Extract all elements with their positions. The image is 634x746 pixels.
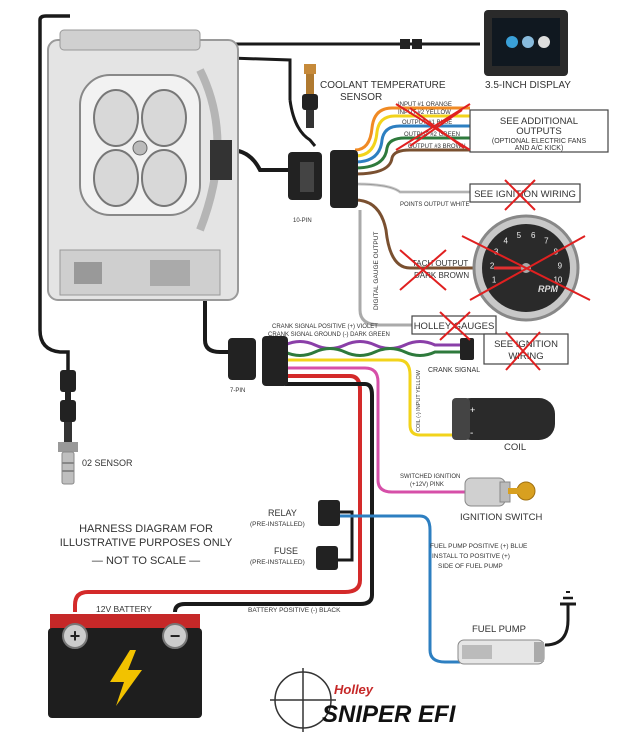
battery-label: 12V BATTERY — [96, 604, 152, 614]
ignition-coil: + - — [452, 398, 555, 440]
svg-text:−: − — [170, 626, 181, 646]
output2-label: OUTPUT #2 GREEN — [404, 132, 460, 138]
7-pin-label: 7-PIN — [230, 388, 245, 394]
output3-label: OUTPUT #3 BROWN — [408, 144, 466, 150]
holley-brand: Holley — [334, 682, 374, 697]
coolant-temp-sensor — [302, 64, 318, 128]
fuse-block — [316, 546, 338, 570]
crank-signal-connector — [460, 338, 474, 360]
fuse-label-1: FUSE — [274, 546, 298, 556]
svg-text:+: + — [470, 405, 475, 415]
o2-sensor — [58, 370, 78, 485]
add-outputs-line3: (OPTIONAL ELECTRIC FANS — [492, 138, 587, 145]
gauge-tick-label: 7 — [544, 237, 549, 246]
coolant-label-1: COOLANT TEMPERATURE — [320, 80, 446, 91]
x-mark-gauges — [439, 311, 471, 341]
gauge-tick-label: 10 — [553, 276, 562, 285]
sw-ign-label-2: (+12V) PINK — [410, 482, 444, 488]
input1-label: INPUT #1 ORANGE — [398, 102, 452, 108]
fuel-pump-wire-label-3: SIDE OF FUEL PUMP — [438, 563, 503, 570]
x-mark-ign-wiring — [504, 179, 536, 211]
relay-label-2: (PRE-INSTALLED) — [250, 521, 305, 528]
harness-note-3: — NOT TO SCALE — — [92, 555, 200, 567]
ign-wiring-top-label: SEE IGNITION WIRING — [474, 189, 576, 200]
x-mark-tach — [399, 235, 591, 301]
input2-label: INPUT #2 YELLOW — [398, 110, 451, 116]
10-pin-connector — [288, 150, 358, 208]
battery-black-label: BATTERY POSITIVE (-) BLACK — [248, 607, 341, 614]
points-output-label: POINTS OUTPUT WHITE — [400, 202, 470, 208]
fuse-label-2: (PRE-INSTALLED) — [250, 559, 305, 566]
add-outputs-line4: AND A/C KICK) — [515, 145, 564, 152]
svg-text:+: + — [70, 626, 81, 646]
harness-note-1: HARNESS DIAGRAM FOR — [79, 523, 213, 535]
crank-signal-label: CRANK SIGNAL — [428, 367, 480, 374]
see-ignition-line2: WIRING — [508, 351, 543, 362]
gauge-tick-label: 4 — [503, 237, 508, 246]
relay-block — [318, 500, 340, 526]
battery: + − — [48, 614, 202, 718]
x-mark-see-ignition — [505, 331, 541, 371]
coil-input-label: COIL (-) INPUT YELLOW — [416, 369, 422, 432]
crank-pos-label: CRANK SIGNAL POSITIVE (+) VIOLET — [272, 324, 378, 330]
gauge-tick-label: 1 — [492, 276, 497, 285]
crank-gnd-label: CRANK SIGNAL GROUND (-) DARK GREEN — [268, 332, 390, 338]
lightning-icon — [110, 650, 142, 706]
fuel-pump-wire-label-1: FUEL PUMP POSITIVE (+) BLUE — [430, 543, 528, 550]
add-outputs-line2: OUTPUTS — [516, 126, 561, 137]
sniper-efi-wordmark: SNIPER EFI — [322, 701, 457, 728]
gauge-tick-label: 5 — [517, 231, 522, 240]
fuel-pump-wire-label-2: INSTALL TO POSITIVE (+) — [432, 553, 510, 560]
tach-output-label: TACH OUTPUT — [412, 259, 468, 268]
digital-gauge-label: DIGITAL GAUGE OUTPUT — [373, 232, 380, 310]
x-mark-outputs — [395, 103, 471, 151]
svg-text:-: - — [470, 428, 473, 439]
ignition-wiring-box — [469, 183, 581, 203]
dark-brown-label: DARK BROWN — [414, 271, 469, 280]
relay-label-1: RELAY — [268, 508, 297, 518]
sw-ign-label-1: SWITCHED IGNITION — [400, 474, 460, 480]
display-device — [484, 10, 568, 76]
gauge-tick-label: 2 — [490, 261, 495, 270]
coil-label: COIL — [504, 442, 526, 453]
o2-sensor-wire — [38, 20, 70, 370]
gauge-tick-label: 6 — [531, 231, 536, 240]
add-outputs-line1: SEE ADDITIONAL — [500, 116, 578, 127]
10-pin-label: 10-PIN — [293, 218, 312, 224]
fuel-pump — [457, 639, 545, 665]
ign-switch-label: IGNITION SWITCH — [460, 512, 542, 523]
display-label: 3.5-INCH DISPLAY — [485, 80, 571, 91]
fuel-pump-label: FUEL PUMP — [472, 624, 526, 635]
additional-outputs-box — [469, 109, 609, 153]
see-ignition-line1: SEE IGNITION — [494, 339, 558, 350]
holley-sniper-logo: Holley SNIPER EFI — [270, 668, 457, 732]
gauge-tick-label: 3 — [494, 248, 499, 257]
ignition-switch — [464, 477, 536, 507]
7-pin-connector — [228, 336, 288, 386]
coolant-label-2: SENSOR — [340, 92, 382, 103]
harness-note-2: ILLUSTRATIVE PURPOSES ONLY — [60, 537, 233, 549]
gauge-tick-label: 9 — [558, 261, 563, 270]
o2-label: 02 SENSOR — [82, 458, 133, 468]
throttle-body — [47, 29, 239, 301]
rpm-label: RPM — [538, 284, 559, 294]
